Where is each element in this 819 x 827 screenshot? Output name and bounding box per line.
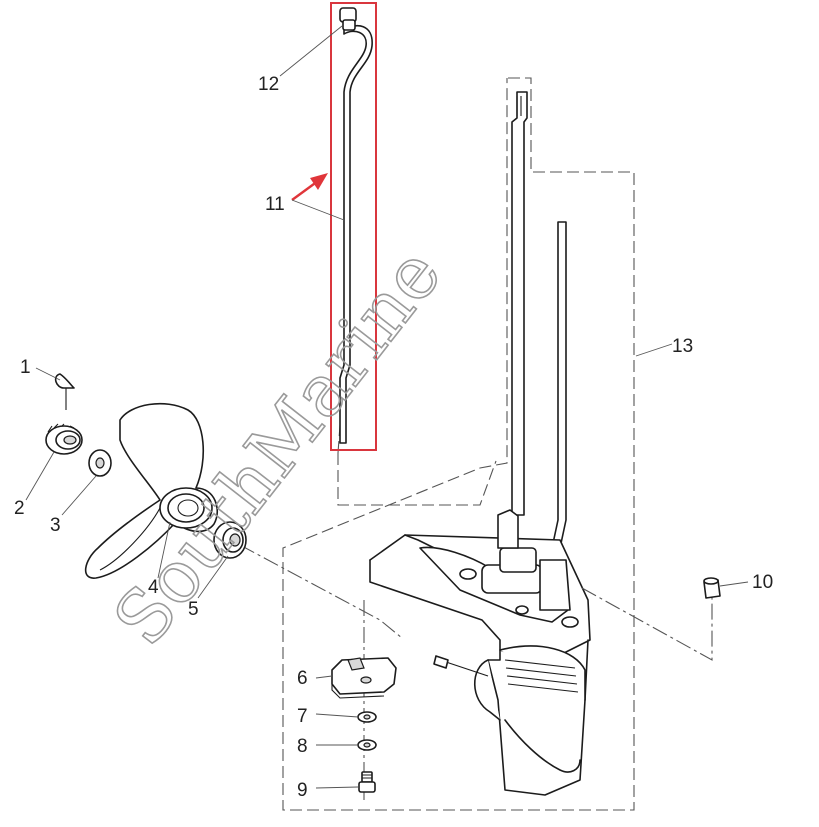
red-arrow-indicator (291, 173, 328, 201)
prop-axis-line (239, 544, 403, 639)
callout-8: 8 (297, 736, 308, 757)
callout-13: 13 (672, 336, 693, 357)
callout-4: 4 (148, 577, 159, 598)
highlight-box (330, 2, 377, 451)
leader-lines (25, 25, 749, 789)
callout-10: 10 (752, 572, 773, 593)
callout-1: 1 (20, 357, 31, 378)
callout-2: 2 (14, 498, 25, 519)
callout-labels: 1 2 3 4 5 6 7 8 9 10 11 12 13 (14, 74, 773, 801)
shift-shaft[interactable] (551, 221, 567, 549)
gearcase-housing-13[interactable] (369, 509, 591, 796)
thrust-washer-5[interactable] (213, 521, 247, 559)
washer-7[interactable] (357, 711, 377, 723)
anode-plate-6[interactable] (331, 657, 397, 699)
callout-7: 7 (297, 706, 308, 727)
propeller-nut-2[interactable] (45, 423, 83, 455)
propeller-4[interactable] (84, 402, 219, 579)
plug-10[interactable] (703, 577, 721, 599)
callout-12: 12 (258, 74, 279, 95)
callout-3: 3 (50, 515, 61, 536)
callout-5: 5 (188, 599, 199, 620)
grommet-12[interactable] (339, 7, 357, 31)
washer-8[interactable] (357, 739, 377, 751)
callout-6: 6 (297, 668, 308, 689)
drive-shaft[interactable] (511, 91, 528, 516)
callout-11: 11 (265, 194, 285, 215)
plug-axis-line (581, 587, 713, 661)
washer-3[interactable] (88, 449, 112, 477)
shift-rod-11[interactable] (339, 24, 373, 444)
callout-9: 9 (297, 780, 308, 801)
bolt-9[interactable] (358, 771, 376, 793)
